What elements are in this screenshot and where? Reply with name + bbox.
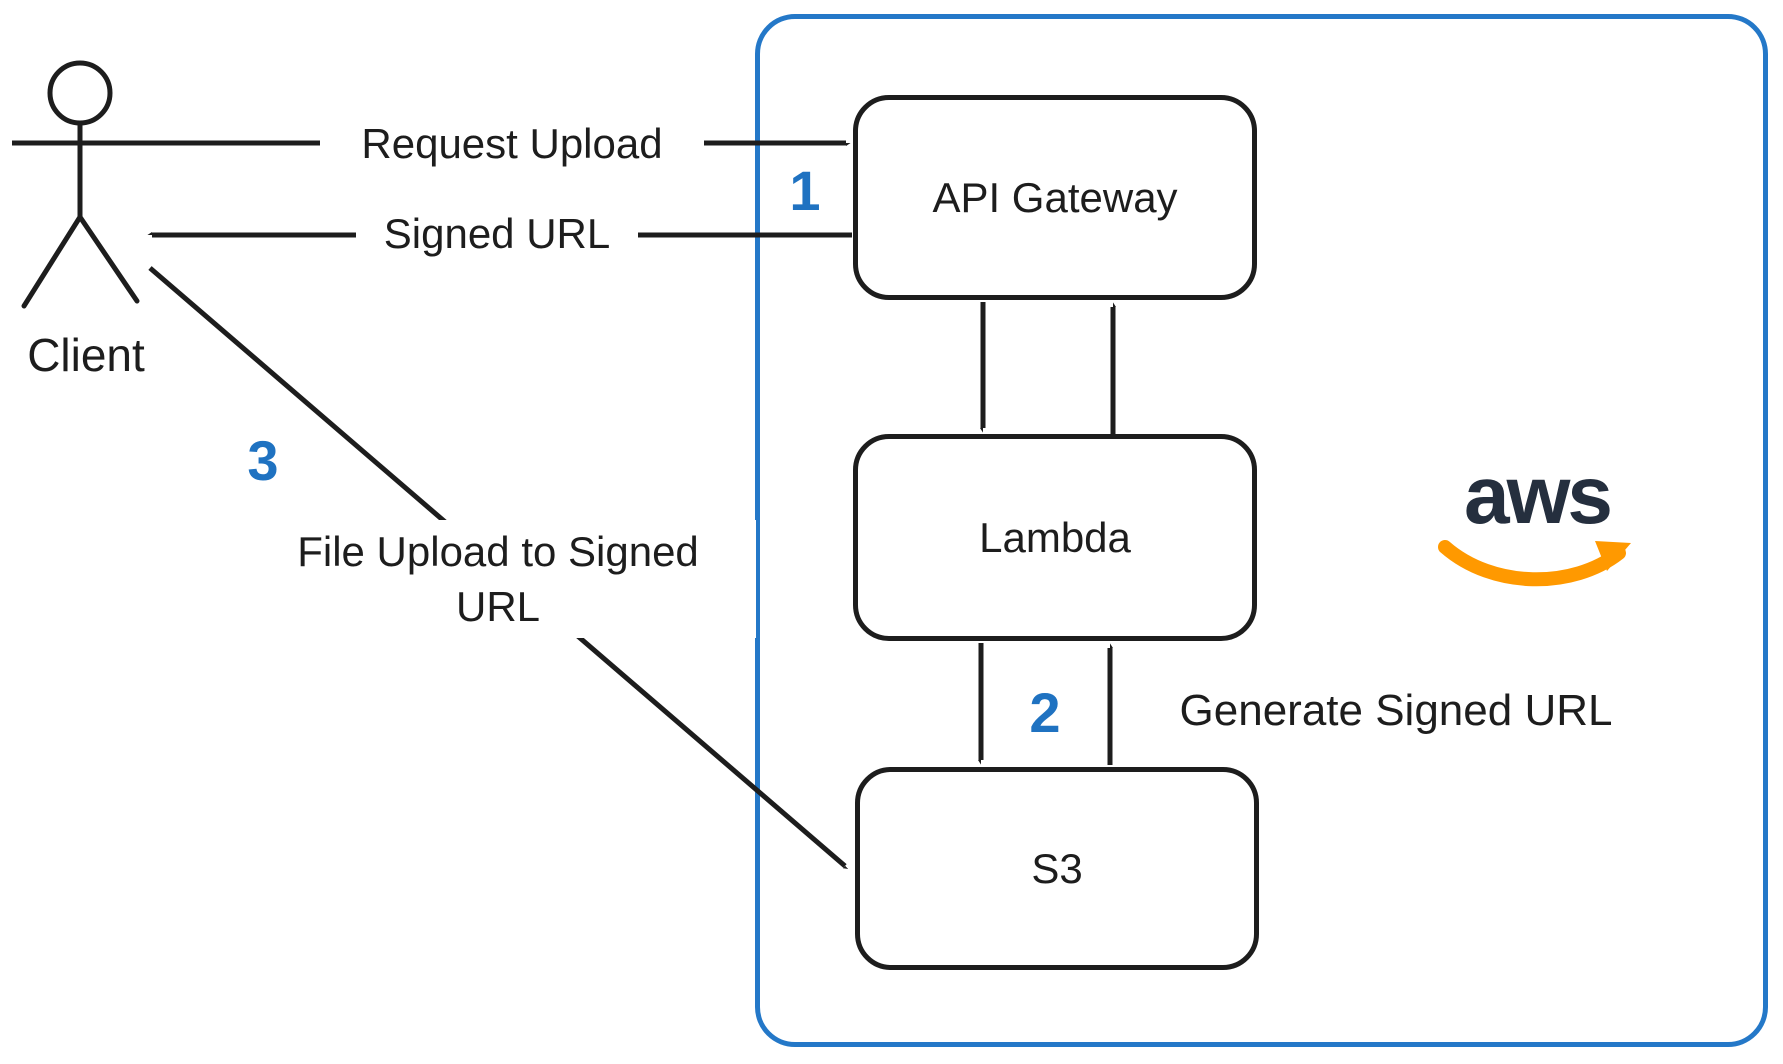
lambda-node: Lambda bbox=[853, 434, 1257, 641]
aws-logo-text: aws bbox=[1464, 450, 1613, 541]
request-upload-label: Request Upload bbox=[320, 116, 704, 172]
step-number-3: 3 bbox=[247, 429, 279, 492]
file-upload-label-line1: File Upload to Signed bbox=[297, 527, 699, 575]
generate-signed-url-label: Generate Signed URL bbox=[1179, 685, 1613, 735]
stick-figure-head bbox=[47, 60, 113, 126]
aws-logo: aws bbox=[1432, 455, 1642, 605]
s3-label: S3 bbox=[1031, 844, 1083, 892]
lambda-label: Lambda bbox=[979, 513, 1131, 561]
file-upload-label-line2: URL bbox=[455, 583, 541, 630]
signed-url-label: Signed URL bbox=[356, 206, 638, 262]
step-number-2: 2 bbox=[1029, 681, 1061, 744]
aws-boundary-box bbox=[755, 14, 1768, 1047]
api-gateway-node: API Gateway bbox=[853, 95, 1257, 300]
s3-node: S3 bbox=[855, 767, 1259, 970]
aws-smile-icon bbox=[1438, 540, 1631, 587]
api-gateway-label: API Gateway bbox=[932, 173, 1178, 221]
client-label: Client bbox=[27, 329, 145, 381]
step-number-1: 1 bbox=[789, 159, 821, 222]
stick-figure-right-leg bbox=[77, 214, 140, 304]
stick-figure-left-leg bbox=[21, 214, 83, 309]
client-stick-figure-icon bbox=[21, 60, 140, 309]
file-upload-label: File Upload to Signed URL bbox=[240, 520, 756, 638]
